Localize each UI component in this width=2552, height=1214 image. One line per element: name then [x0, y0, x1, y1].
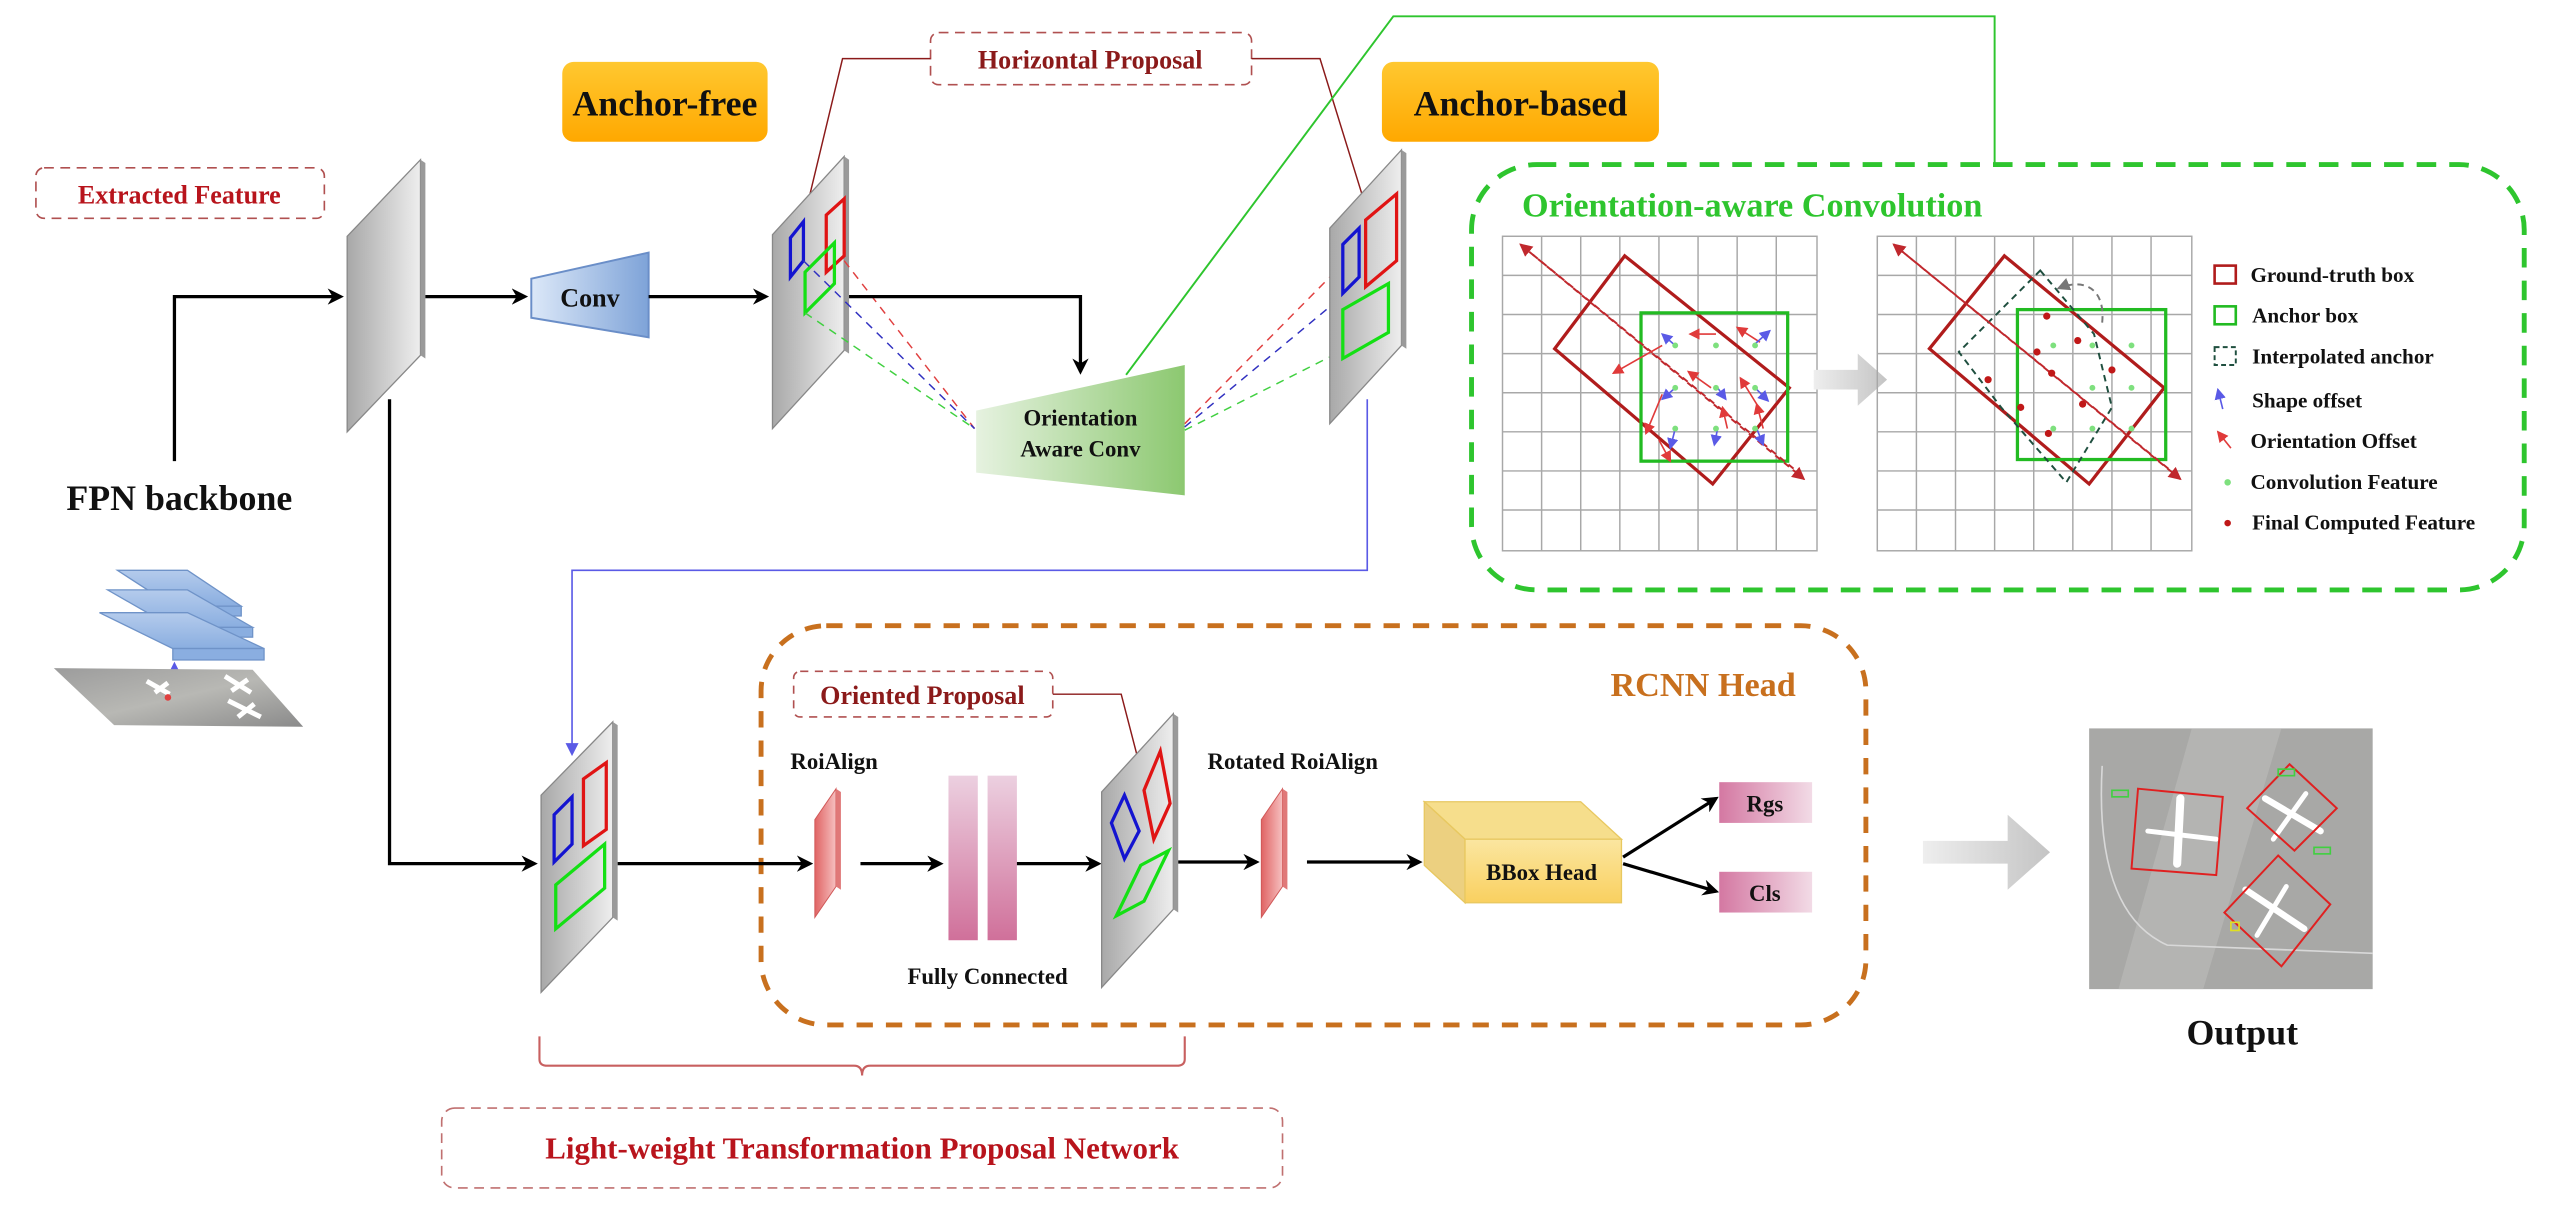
legend-item-final-computed-feature: Final Computed Feature	[2224, 511, 2475, 535]
svg-text:Interpolated anchor: Interpolated anchor	[2252, 344, 2434, 368]
anchor-based-feature-plane	[1329, 148, 1407, 426]
rgs-label: Rgs	[1746, 792, 1783, 817]
oac-panel-title: Orientation-aware Convolution	[1522, 188, 1982, 225]
oriented-proposal-leader	[1052, 693, 1145, 783]
orientation-aware-conv-block: Orientation Aware Conv	[976, 365, 1185, 496]
blue-arrow-icon	[2214, 387, 2226, 410]
bbox-head-block: BBox Head	[1422, 800, 1624, 905]
red-rectangle-icon	[2213, 264, 2238, 285]
oac-transition-arrow	[1813, 353, 1888, 406]
projection-lines-right	[1184, 260, 1347, 431]
horizontal-proposal-leader-left	[801, 57, 931, 229]
fpn-backbone-label: FPN backbone	[66, 478, 292, 518]
output-arrow	[1922, 814, 2051, 890]
oriented-feature-plane	[1100, 712, 1179, 990]
svg-text:Ground-truth box: Ground-truth box	[2250, 263, 2414, 287]
horizontal-proposal-leader-right	[1251, 57, 1364, 196]
svg-text:Shape offset: Shape offset	[2252, 388, 2362, 412]
anchor-free-label: Anchor-free	[572, 84, 757, 124]
green-rectangle-icon	[2213, 305, 2238, 326]
fpn-to-feature-arrow	[172, 288, 344, 462]
feature-to-ltpn-arrow	[387, 399, 538, 872]
projection-lines-left	[802, 260, 976, 430]
rcnn-head-title: RCNN Head	[1610, 667, 1795, 704]
horizontal-proposal-tag: Horizontal Proposal	[929, 31, 1253, 86]
red-dot-icon	[2224, 519, 2231, 527]
svg-text:Final Computed Feature: Final Computed Feature	[2252, 511, 2475, 535]
svg-text:Convolution Feature: Convolution Feature	[2250, 470, 2437, 494]
cls-label: Cls	[1749, 881, 1781, 906]
fully-connected-label: Fully Connected	[907, 964, 1068, 989]
oac-grid-before-annotations	[1519, 243, 1806, 487]
ltpn-brace	[538, 1036, 1186, 1076]
rgs-output: Rgs	[1719, 782, 1813, 823]
anchor-free-feature-plane	[771, 154, 850, 431]
bbox-to-cls-arrow	[1622, 862, 1720, 896]
anchorfree-to-oac-arrow	[849, 294, 1089, 375]
legend-item-ground-truth: Ground-truth box	[2213, 263, 2415, 287]
legend-item-shape-offset: Shape offset	[2214, 387, 2362, 412]
rotated-roialign-block	[1260, 787, 1288, 920]
roialign-label: RoiAlign	[790, 749, 878, 774]
legend-item-interpolated-anchor: Interpolated anchor	[2213, 344, 2434, 368]
anchor-free-badge: Anchor-free	[562, 61, 768, 142]
extracted-feature-label: Extracted Feature	[78, 181, 281, 210]
conv-label: Conv	[560, 283, 620, 312]
output-detection-image	[2089, 728, 2373, 990]
oac-legend: Ground-truth box Anchor box Interpolated…	[2213, 263, 2475, 535]
bbox-to-rgs-arrow	[1622, 796, 1719, 859]
oac-detail-panel: Orientation-aware Convolution	[1469, 162, 2527, 593]
oac-label-line2: Aware Conv	[1020, 436, 1141, 461]
horizontal-proposal-label: Horizontal Proposal	[978, 45, 1203, 74]
fpn-pyramid-icon	[99, 569, 265, 661]
oriented-proposal-tag: Oriented Proposal	[792, 670, 1054, 718]
ltpn-feature-plane	[540, 720, 618, 995]
svg-text:Orientation Offset: Orientation Offset	[2250, 429, 2416, 453]
anchorbased-to-ltpn-connector	[565, 399, 1369, 757]
dashed-rectangle-icon	[2213, 346, 2237, 366]
svg-text:Anchor box: Anchor box	[2252, 304, 2358, 328]
rotated-roialign-label: Rotated RoiAlign	[1208, 749, 1379, 774]
legend-item-anchor-box: Anchor box	[2213, 304, 2359, 328]
oac-label-line1: Orientation	[1023, 405, 1137, 430]
oriented-proposal-label: Oriented Proposal	[820, 681, 1024, 710]
anchor-based-badge: Anchor-based	[1381, 61, 1659, 142]
oac-grid-before	[1501, 235, 1818, 552]
legend-item-convolution-feature: Convolution Feature	[2224, 470, 2438, 494]
fully-connected-block	[948, 775, 1017, 941]
green-dot-icon	[2224, 479, 2231, 486]
oac-grid-after-annotations	[1892, 243, 2182, 487]
legend-item-orientation-offset: Orientation Offset	[2216, 429, 2417, 453]
oac-detail-connector	[1125, 15, 1996, 376]
red-arrow-icon	[2216, 430, 2232, 449]
oac-grid-after	[1876, 235, 2193, 552]
anchor-based-label: Anchor-based	[1414, 84, 1628, 124]
extracted-feature-tag: Extracted Feature	[35, 167, 326, 220]
ltpn-tag: Light-weight Transformation Proposal Net…	[440, 1107, 1284, 1189]
extracted-feature-plane	[346, 158, 426, 434]
cls-output: Cls	[1719, 871, 1813, 913]
ltpn-label: Light-weight Transformation Proposal Net…	[545, 1131, 1179, 1166]
conv-block: Conv	[530, 251, 650, 339]
bbox-head-label: BBox Head	[1486, 860, 1597, 885]
output-label: Output	[2187, 1013, 2299, 1053]
roialign-block	[814, 787, 841, 920]
aerial-input-image	[53, 668, 304, 727]
rcnn-head-panel: RCNN Head	[758, 623, 1869, 1028]
